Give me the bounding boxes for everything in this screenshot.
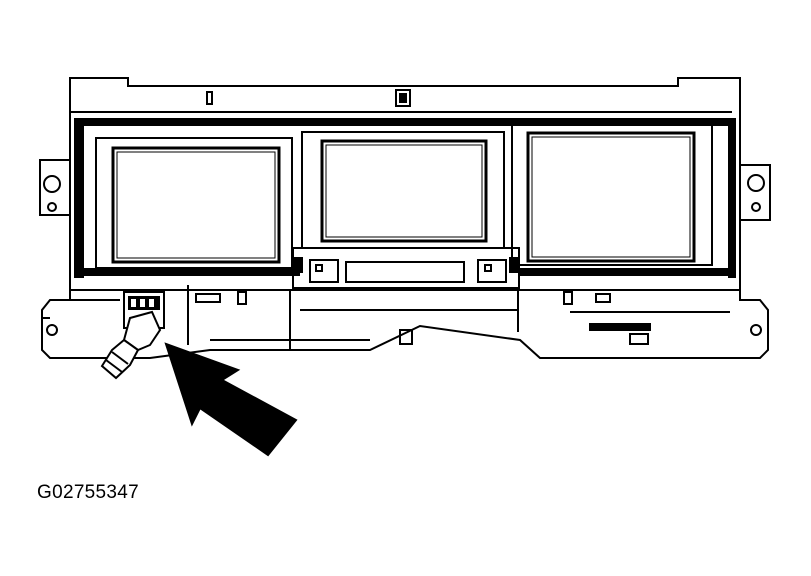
right-gauge-window — [511, 124, 713, 266]
gauge-frame — [74, 118, 736, 278]
figure-code: G02755347 — [37, 482, 140, 503]
left-gauge-window — [95, 137, 293, 269]
cluster-housing — [41, 77, 769, 359]
lower-housing-details — [42, 285, 762, 350]
socket-tool — [100, 310, 162, 380]
center-display-module — [292, 247, 520, 289]
left-mounting-ear — [39, 159, 70, 216]
pointer-arrow — [164, 342, 298, 457]
center-gauge-window — [301, 131, 505, 249]
top-tabs — [206, 89, 411, 107]
right-mounting-ear — [740, 164, 771, 221]
